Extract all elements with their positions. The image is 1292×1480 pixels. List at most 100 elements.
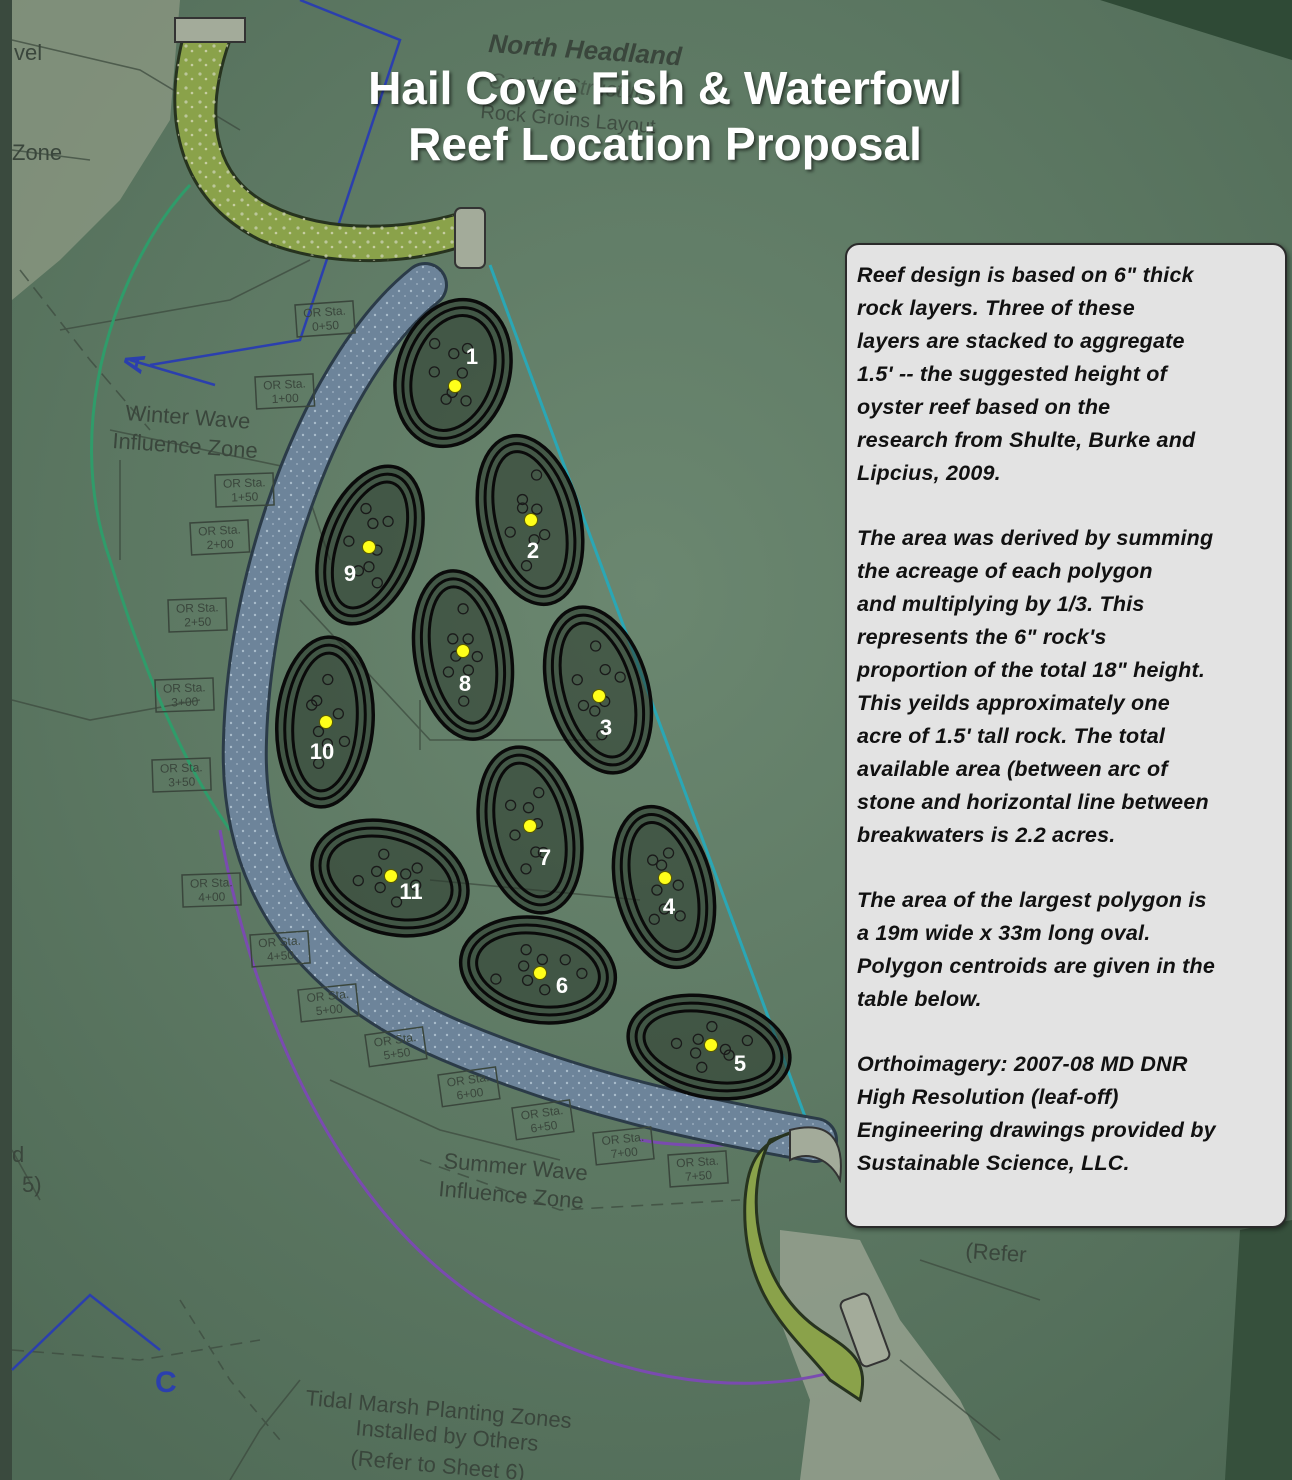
station-box — [254, 373, 316, 410]
reef-9[interactable]: 9 — [297, 452, 443, 639]
station-label: OR Sta.4+50 — [249, 930, 311, 968]
rock-symbol — [674, 910, 686, 922]
rock-symbol — [371, 577, 383, 589]
station-label: OR Sta.0+50 — [294, 300, 356, 338]
station-text: OR Sta. — [258, 933, 302, 950]
station-text: 7+50 — [685, 1168, 713, 1184]
centroid-marker — [319, 715, 333, 729]
reef-10[interactable]: 10 — [271, 634, 379, 810]
rock-symbol — [520, 560, 533, 572]
rock-symbol — [528, 534, 540, 546]
rock-symbol — [518, 960, 530, 972]
level-left-label: vel — [14, 40, 42, 65]
info-line: The area of the largest polygon is — [857, 888, 1207, 912]
station-label: OR Sta.3+00 — [154, 677, 215, 713]
rock-symbol — [457, 603, 469, 615]
reef-5[interactable]: 5 — [618, 981, 799, 1113]
rock-symbol — [456, 367, 469, 379]
rock-symbol — [321, 738, 334, 750]
reef-1[interactable]: 1 — [377, 284, 530, 461]
rock-symbol — [367, 517, 379, 530]
reef-6[interactable]: 6 — [452, 905, 624, 1035]
centroid-marker — [533, 966, 547, 980]
info-line: proportion of the total 18" height. — [857, 658, 1206, 682]
five-left-label: 5) — [22, 1172, 42, 1197]
reef-ring — [467, 923, 609, 1017]
info-line: table below. — [857, 987, 982, 1011]
info-line: research from Shulte, Burke and — [857, 428, 1196, 452]
section-lines — [11, 0, 402, 1371]
station-text: OR Sta. — [160, 760, 203, 775]
south-headland-arc — [789, 1126, 842, 1184]
rock-symbol — [471, 650, 483, 663]
station-text: 4+00 — [198, 889, 226, 904]
info-line: The area was derived by summing — [857, 526, 1214, 550]
station-text: OR Sta. — [520, 1103, 564, 1123]
info-line: breakwaters is 2.2 acres. — [857, 823, 1116, 847]
station-label: OR Sta.3+50 — [151, 757, 212, 793]
station-label: OR Sta.5+00 — [297, 983, 360, 1023]
rock-symbol — [706, 1020, 718, 1033]
south-headland-end — [839, 1292, 891, 1368]
rock-symbol — [458, 695, 470, 707]
rock-symbol — [322, 673, 334, 686]
rock-symbol — [522, 802, 535, 814]
rock-symbol — [411, 862, 423, 874]
station-text: 2+50 — [184, 614, 212, 629]
station-box — [437, 1066, 501, 1108]
dark-corner-right — [1225, 1220, 1292, 1480]
rock-symbol — [538, 528, 551, 541]
title-line-2: Reef Location Proposal — [408, 118, 922, 170]
reef-ring — [627, 820, 701, 954]
title-line-1: Hail Cove Fish & Waterfowl — [368, 62, 962, 114]
reef-number: 9 — [344, 561, 356, 586]
station-text: OR Sta. — [676, 1153, 720, 1170]
station-label: OR Sta.1+50 — [214, 472, 275, 508]
info-line: rock layers. Three of these — [857, 296, 1135, 320]
rock-symbol — [614, 671, 626, 683]
reef-number: 2 — [527, 538, 539, 563]
reef-4[interactable]: 4 — [598, 796, 731, 978]
info-line: Lipcius, 2009. — [857, 461, 1001, 485]
reef-11[interactable]: 11 — [297, 801, 483, 955]
rock-symbol — [662, 847, 675, 859]
rock-symbol — [504, 799, 517, 811]
rock-symbol — [571, 674, 583, 686]
rock-symbol — [360, 502, 372, 515]
rock-symbol — [312, 757, 325, 769]
station-label: OR Sta.6+50 — [511, 1099, 575, 1141]
rock-symbol — [442, 666, 455, 678]
reef-number: 1 — [466, 344, 478, 369]
info-line: layers are stacked to aggregate — [857, 329, 1185, 353]
reef-3[interactable]: 3 — [527, 595, 670, 786]
rock-symbol — [672, 879, 684, 891]
rock-symbol — [530, 469, 543, 481]
reef-8[interactable]: 8 — [401, 563, 525, 747]
rock-symbol — [651, 884, 663, 896]
station-label: OR Sta.1+00 — [254, 373, 316, 410]
reef-2[interactable]: 2 — [461, 424, 600, 615]
station-text: OR Sta. — [190, 875, 233, 890]
reef-number: 8 — [459, 671, 471, 696]
info-line: 1.5' -- the suggested height of — [857, 362, 1167, 386]
info-line: the acreage of each polygon — [857, 559, 1153, 583]
left-sliver — [0, 0, 12, 1480]
north-headland-stones — [174, 30, 480, 261]
rock-symbol — [462, 664, 475, 676]
station-text: 0+50 — [312, 318, 340, 334]
info-line: This yeilds approximately one — [857, 691, 1170, 715]
reef-7[interactable]: 7 — [464, 737, 597, 922]
rock-symbol — [530, 846, 542, 858]
station-box — [511, 1099, 575, 1141]
rock-symbol — [460, 395, 472, 407]
station-text: OR Sta. — [176, 600, 219, 615]
rock-symbol — [311, 695, 323, 707]
reef-number: 5 — [734, 1051, 746, 1076]
station-label: OR Sta.2+00 — [189, 519, 251, 556]
rock-symbol — [723, 1049, 735, 1061]
info-line: available area (between arc of — [857, 757, 1168, 781]
centroid-marker — [523, 819, 537, 833]
station-text: 1+50 — [231, 489, 259, 504]
rock-symbol — [648, 913, 660, 925]
